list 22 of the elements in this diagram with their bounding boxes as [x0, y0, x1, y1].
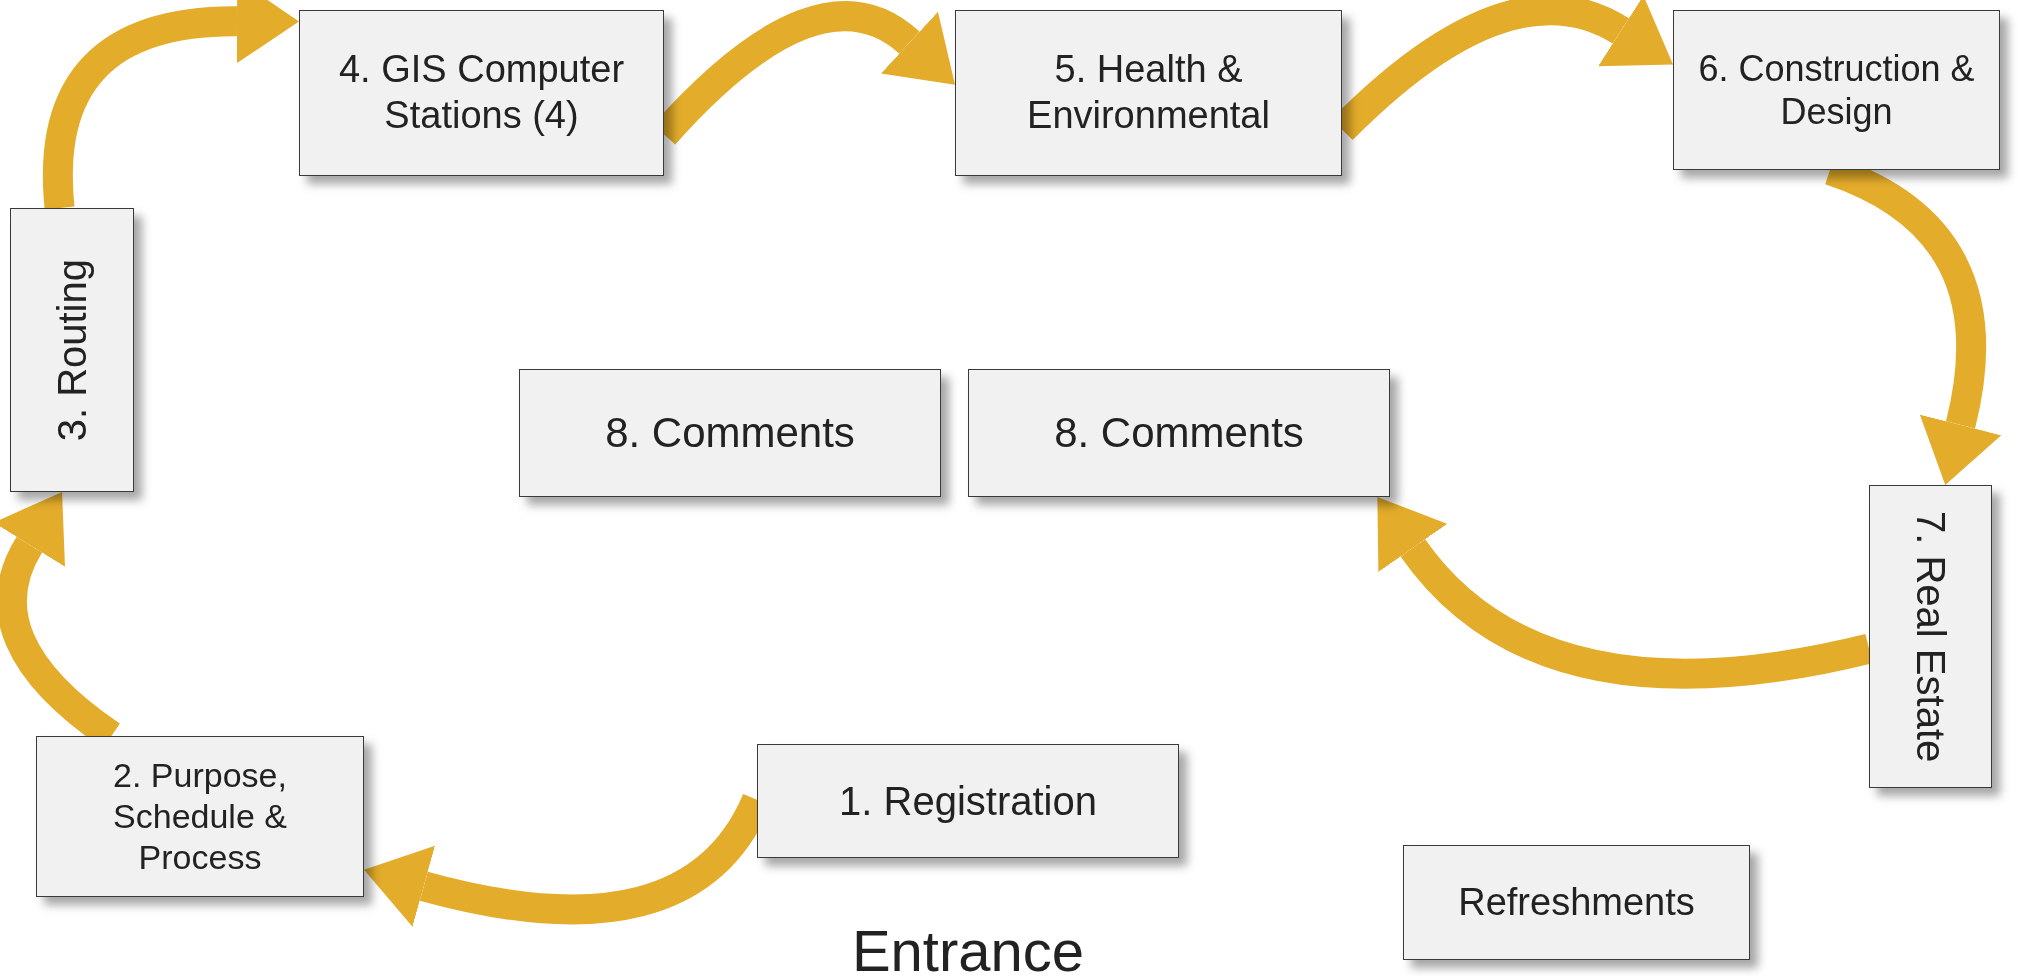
station-box	[519, 369, 941, 497]
station-label: 3. Routing	[49, 258, 95, 442]
station-label: 2. Purpose, Schedule & Process	[112, 755, 288, 878]
station-label: 4. GIS Computer Stations (4)	[337, 47, 626, 138]
station-box	[10, 208, 134, 492]
station-box	[968, 369, 1390, 497]
station-box	[1673, 10, 2000, 170]
entrance-label: Entrance	[851, 916, 1085, 976]
station-box	[1403, 845, 1750, 960]
station-label: Refreshments	[1458, 879, 1695, 925]
station-box	[955, 10, 1342, 176]
curved-arrow	[42, 0, 299, 209]
station-label: 8. Comments	[605, 407, 855, 458]
station-label: 5. Health & Environmental	[1026, 47, 1271, 138]
station-box	[36, 736, 364, 897]
station-box	[1869, 485, 1992, 788]
station-label: 7. Real Estate	[1907, 510, 1954, 763]
station-box	[299, 10, 664, 176]
station-box	[757, 744, 1179, 858]
station-label: 6. Construction & Design	[1697, 46, 1976, 134]
station-label: 8. Comments	[1054, 407, 1304, 458]
station-label: 1. Registration	[839, 778, 1097, 825]
